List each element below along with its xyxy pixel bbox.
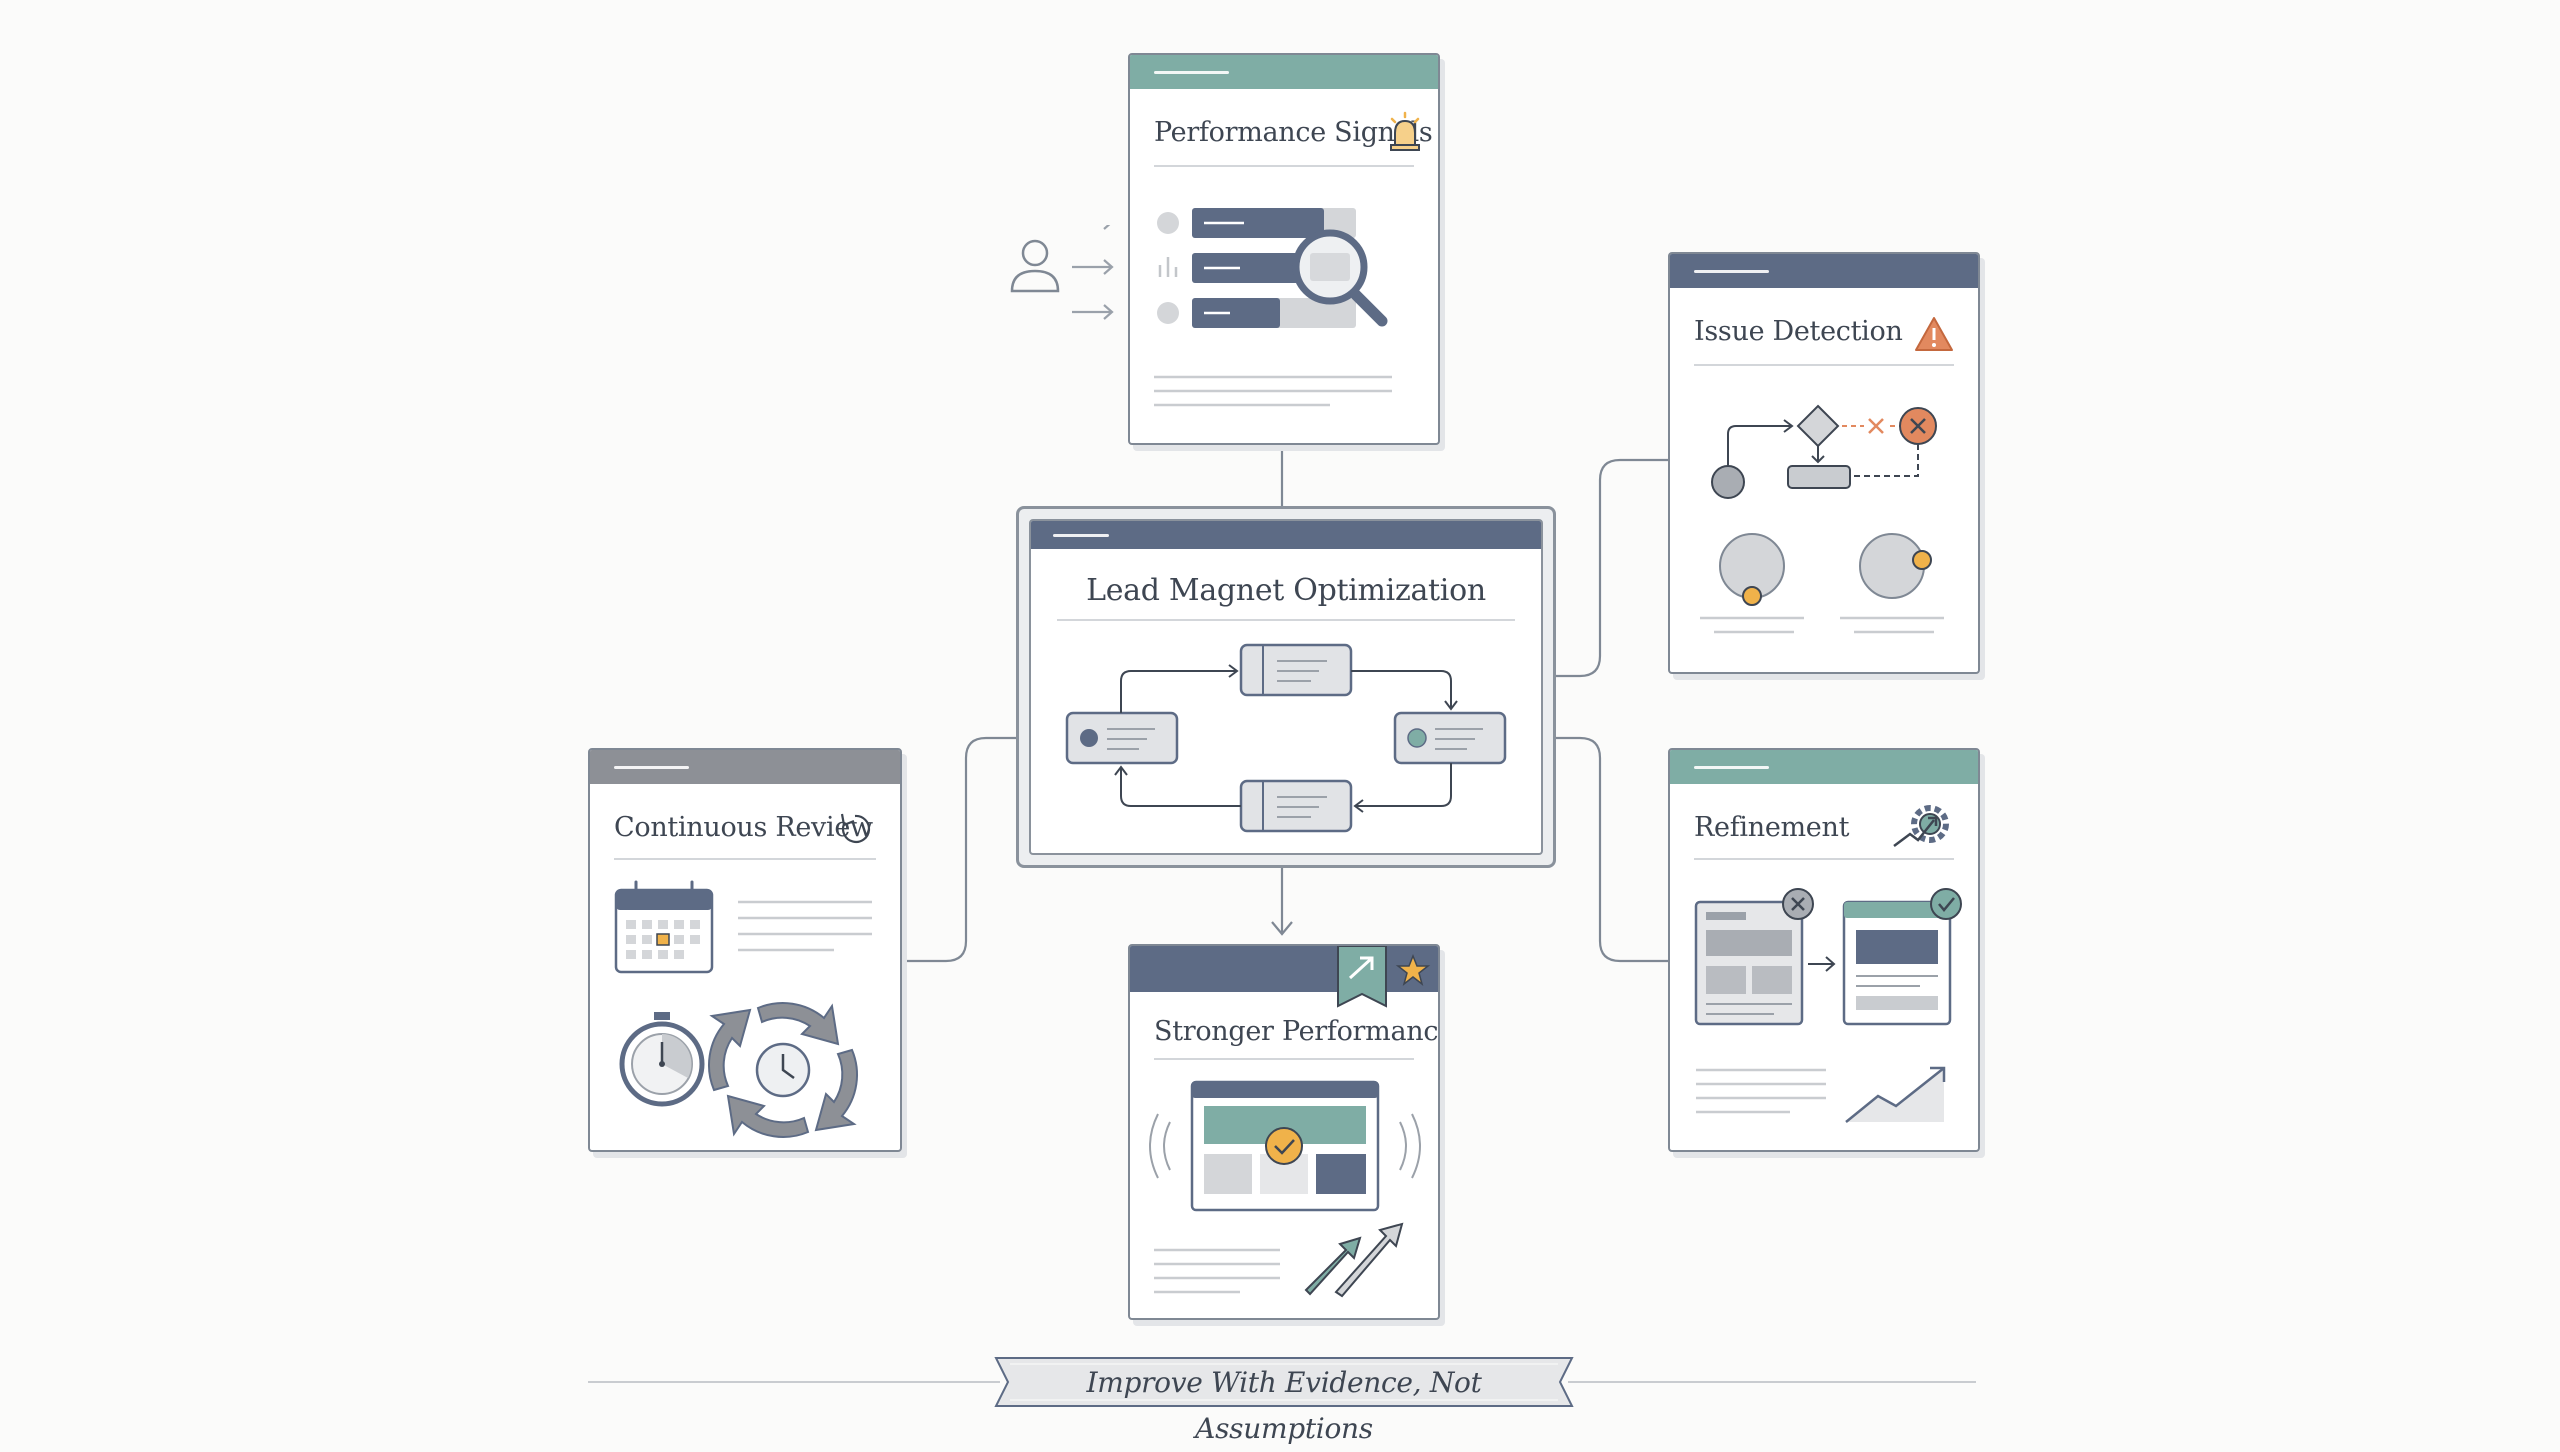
warning-triangle-icon [1915,317,1953,351]
continuous-review-title: Continuous Review [614,812,873,843]
card-header-bar [590,750,900,784]
arrowhead-stronger [1271,921,1293,936]
stronger-performance-title: Stronger Performance [1154,1016,1440,1047]
process-cycle-graphic [1065,643,1507,833]
issue-detection-card: Issue Detection [1668,252,1980,674]
performance-signals-title: Performance Signals [1154,117,1433,148]
connector-center-review [902,736,1016,963]
calendar-icon [614,880,714,974]
alarm-bell-icon [1390,111,1420,151]
before-draft-graphic [1694,888,1814,1026]
growth-trend-icon [1845,1066,1946,1123]
refresh-icon [840,813,871,844]
card-header-bar [1670,254,1978,288]
connector-center-issue [1550,458,1668,678]
process-node-top [1239,643,1353,697]
issue-detection-title: Issue Detection [1694,316,1903,347]
stopwatch-icon [619,1012,705,1107]
gear-wrench-icon [1893,805,1949,847]
refinement-title: Refinement [1694,812,1850,843]
recurring-cycle-icon [707,1001,859,1139]
continuous-review-card: Continuous Review [588,748,902,1152]
magnifier-icon [1292,229,1388,327]
connector-center-refinement [1550,736,1668,963]
user-input-arrows [1010,225,1114,320]
refinement-card: Refinement [1668,748,1980,1152]
card-header-bar [1670,750,1978,784]
card-header-bar [1130,55,1438,89]
after-draft-graphic [1842,888,1962,1026]
card-header-bar [1031,521,1541,549]
performance-dashboard-graphic [1149,1080,1421,1212]
user-icon [1010,239,1060,293]
banner-caption: Improve With Evidence, Not Assumptions [1086,1366,1482,1445]
stronger-performance-card: Stronger Performance [1128,944,1440,1320]
lead-magnet-optimization-card: Lead Magnet Optimization [1016,506,1556,868]
upward-arrows-icon [1304,1222,1404,1298]
flow-error-graphic [1711,404,1937,606]
star-ribbon-icon [1337,946,1431,1008]
performance-signals-card: Performance Signals [1128,53,1440,445]
center-title: Lead Magnet Optimization [1086,573,1486,608]
